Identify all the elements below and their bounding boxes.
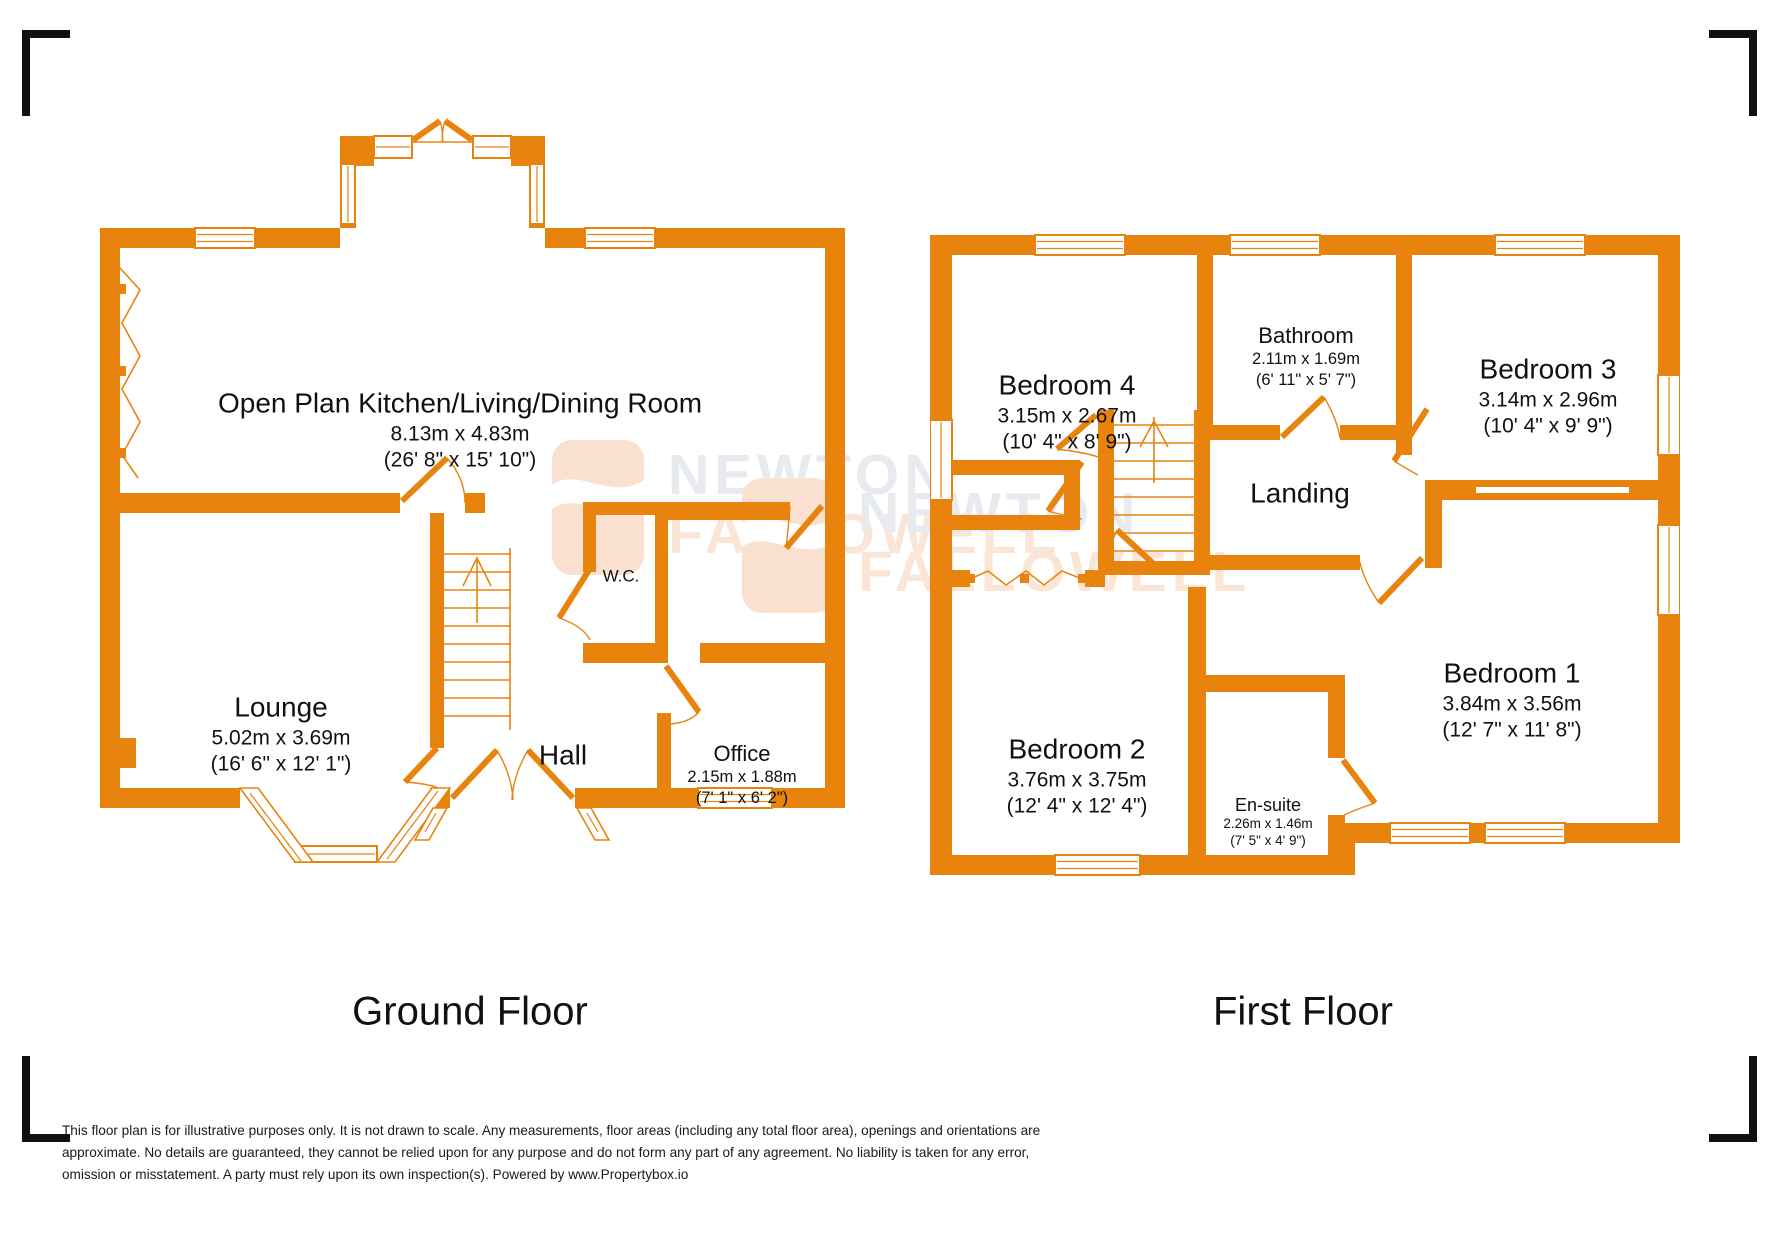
porch-windows xyxy=(413,807,611,841)
bifold-doors xyxy=(116,267,141,479)
room-label-bedroom3: Bedroom 3 3.14m x 2.96m (10' 4" x 9' 9") xyxy=(1479,353,1618,440)
watermark-line1: NEWTON xyxy=(858,481,1141,545)
first-floor-plan xyxy=(930,234,1680,876)
room-name: En-suite xyxy=(1234,795,1302,816)
room-dims-metric: 2.15m x 1.88m xyxy=(687,768,797,787)
room-dims-imperial: (16' 6" x 12' 1") xyxy=(210,752,352,776)
room-dims-imperial: (6' 11" x 5' 7") xyxy=(1255,370,1357,389)
ground-windows xyxy=(194,135,773,863)
room-label-ensuite: En-suite 2.26m x 1.46m (7' 5" x 4' 9") xyxy=(1223,794,1312,850)
frame-corner-bottom-left xyxy=(22,1056,70,1142)
french-doors xyxy=(411,118,474,143)
room-label-wc: W.C. xyxy=(603,565,640,586)
room-label-open-plan: Open Plan Kitchen/Living/Dining Room 8.1… xyxy=(218,387,702,474)
disclaimer-line3: omission or misstatement. A party must r… xyxy=(62,1167,689,1182)
frame-corner-bottom-right xyxy=(1709,1056,1757,1142)
frame-corner-top-left xyxy=(22,30,70,116)
ground-interior-walls xyxy=(120,493,845,788)
room-name: Bedroom 3 xyxy=(1479,353,1617,385)
first-stairs xyxy=(1114,417,1194,552)
lounge-bay-window xyxy=(238,787,452,863)
first-doors xyxy=(1045,394,1430,816)
disclaimer-line2: approximate. No details are guaranteed, … xyxy=(62,1145,1030,1160)
room-dims-imperial: (7' 5" x 4' 9") xyxy=(1230,833,1306,849)
room-label-lounge: Lounge 5.02m x 3.69m (16' 6" x 12' 1") xyxy=(211,691,352,778)
room-dims-metric: 5.02m x 3.69m xyxy=(211,726,351,750)
room-dims-imperial: (7' 1" x 6' 2") xyxy=(695,788,789,807)
room-name: W.C. xyxy=(602,566,640,586)
frame-corner-top-right xyxy=(1709,30,1757,116)
room-label-bedroom1: Bedroom 1 3.84m x 3.56m (12' 7" x 11' 8"… xyxy=(1442,657,1581,744)
room-name: Open Plan Kitchen/Living/Dining Room xyxy=(217,387,703,419)
first-exterior-walls xyxy=(930,235,1680,875)
room-label-landing: Landing xyxy=(1250,477,1350,512)
room-label-office: Office 2.15m x 1.88m (7' 1" x 6' 2") xyxy=(687,740,796,808)
room-dims-imperial: (12' 4" x 12' 4") xyxy=(1006,794,1148,818)
room-dims-imperial: (10' 4" x 8' 9") xyxy=(1002,430,1132,454)
room-dims-metric: 3.14m x 2.96m xyxy=(1478,388,1618,412)
room-name: Office xyxy=(713,740,771,766)
room-name: Hall xyxy=(538,739,588,771)
room-name: Bedroom 2 xyxy=(1008,733,1146,765)
room-dims-metric: 3.84m x 3.56m xyxy=(1442,692,1582,716)
room-dims-imperial: (10' 4" x 9' 9") xyxy=(1483,414,1613,438)
room-dims-metric: 2.11m x 1.69m xyxy=(1252,350,1360,369)
wardrobe-bifold-doors xyxy=(966,570,1087,587)
room-name: Bathroom xyxy=(1258,322,1354,348)
disclaimer-line1: This floor plan is for illustrative purp… xyxy=(62,1123,1041,1138)
first-floor-title: First Floor xyxy=(1213,989,1393,1034)
room-name: Bedroom 4 xyxy=(998,369,1136,401)
room-dims-metric: 3.15m x 2.67m xyxy=(997,404,1137,428)
room-label-bathroom: Bathroom 2.11m x 1.69m (6' 11" x 5' 7") xyxy=(1252,322,1360,390)
room-label-bedroom4: Bedroom 4 3.15m x 2.67m (10' 4" x 8' 9") xyxy=(998,369,1137,456)
disclaimer-text: This floor plan is for illustrative purp… xyxy=(62,1120,1182,1186)
room-dims-metric: 2.26m x 1.46m xyxy=(1223,816,1313,832)
first-windows xyxy=(930,234,1680,876)
room-dims-imperial: (26' 8" x 15' 10") xyxy=(383,448,537,472)
room-name: Lounge xyxy=(234,691,328,723)
ground-floor-plan xyxy=(100,118,845,863)
room-label-bedroom2: Bedroom 2 3.76m x 3.75m (12' 4" x 12' 4"… xyxy=(1007,733,1148,820)
ground-doors xyxy=(399,455,825,801)
ground-stairs xyxy=(444,548,511,730)
room-dims-metric: 8.13m x 4.83m xyxy=(390,422,530,446)
room-dims-metric: 3.76m x 3.75m xyxy=(1007,768,1147,792)
room-name: Bedroom 1 xyxy=(1443,657,1581,689)
ground-floor-title: Ground Floor xyxy=(352,989,588,1034)
room-name: Landing xyxy=(1250,477,1350,509)
room-label-hall: Hall xyxy=(539,739,587,774)
room-dims-imperial: (12' 7" x 11' 8") xyxy=(1442,718,1582,742)
